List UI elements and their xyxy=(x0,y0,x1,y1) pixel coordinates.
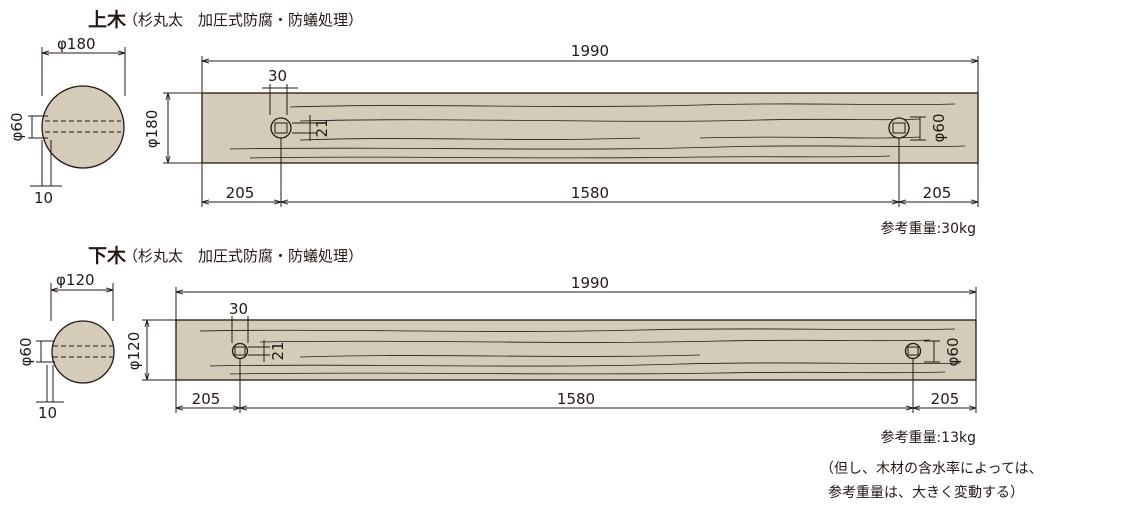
upper-right-hole-dia: φ60 xyxy=(930,114,948,143)
lower-hole-offset-label: 30 xyxy=(229,300,248,318)
lower-height-label: φ120 xyxy=(125,332,143,371)
upper-middle-label: 1580 xyxy=(571,184,609,202)
lower-edge-label: 10 xyxy=(38,404,57,422)
upper-right-hole xyxy=(888,117,910,139)
lower-wood-grain xyxy=(199,328,961,375)
weight-note: （但し、木材の含水率によっては、 参考重量は、大きく変動する） xyxy=(820,460,1043,501)
upper-length-label: 1990 xyxy=(571,42,609,60)
lower-log-section: 下木 （杉丸太 加圧式防腐・防蟻処理） φ120 φ60 10 1990 xyxy=(17,244,977,446)
lower-log-title: 下木 xyxy=(88,244,127,267)
lower-end-circle xyxy=(51,320,115,384)
upper-end-hole-dia: φ60 xyxy=(8,113,26,142)
lower-log-subtitle: （杉丸太 加圧式防腐・防蟻処理） xyxy=(123,247,363,265)
lower-length-label: 1990 xyxy=(571,274,609,292)
upper-left-hole xyxy=(270,117,292,139)
upper-weight-label: 参考重量:30kg xyxy=(880,220,976,237)
upper-end-view: φ180 φ60 10 xyxy=(8,35,126,207)
upper-log-section: 上木 （杉丸太 加圧式防腐・防蟻処理） φ180 φ60 10 1990 xyxy=(8,8,979,237)
weight-note-line2: 参考重量は、大きく変動する） xyxy=(828,484,1024,501)
upper-side-view xyxy=(201,92,979,164)
lower-diameter-label: φ120 xyxy=(56,271,95,289)
weight-note-line1: （但し、木材の含水率によっては、 xyxy=(820,460,1043,477)
lower-hole-depth-label: 21 xyxy=(269,341,287,360)
lower-end-view: φ120 φ60 10 xyxy=(17,271,115,422)
upper-height-label: φ180 xyxy=(143,110,161,149)
upper-right-end-label: 205 xyxy=(923,184,952,202)
upper-left-end-label: 205 xyxy=(226,184,255,202)
upper-wood-grain xyxy=(229,103,966,159)
lower-middle-label: 1580 xyxy=(557,390,595,408)
upper-edge-label: 10 xyxy=(34,189,53,207)
upper-log-subtitle: （杉丸太 加圧式防腐・防蟻処理） xyxy=(123,11,363,29)
lower-side-view xyxy=(175,319,977,381)
upper-end-circle xyxy=(41,85,125,169)
upper-hole-offset-label: 30 xyxy=(268,67,287,85)
lower-end-hole-dia: φ60 xyxy=(17,338,35,367)
upper-diameter-label: φ180 xyxy=(57,35,96,53)
lower-right-hole-dia: φ60 xyxy=(944,338,962,367)
lower-right-end-label: 205 xyxy=(931,390,960,408)
lower-weight-label: 参考重量:13kg xyxy=(880,429,976,446)
lower-left-end-label: 205 xyxy=(192,390,221,408)
upper-log-title: 上木 xyxy=(88,8,127,31)
upper-hole-depth-label: 21 xyxy=(313,118,331,137)
